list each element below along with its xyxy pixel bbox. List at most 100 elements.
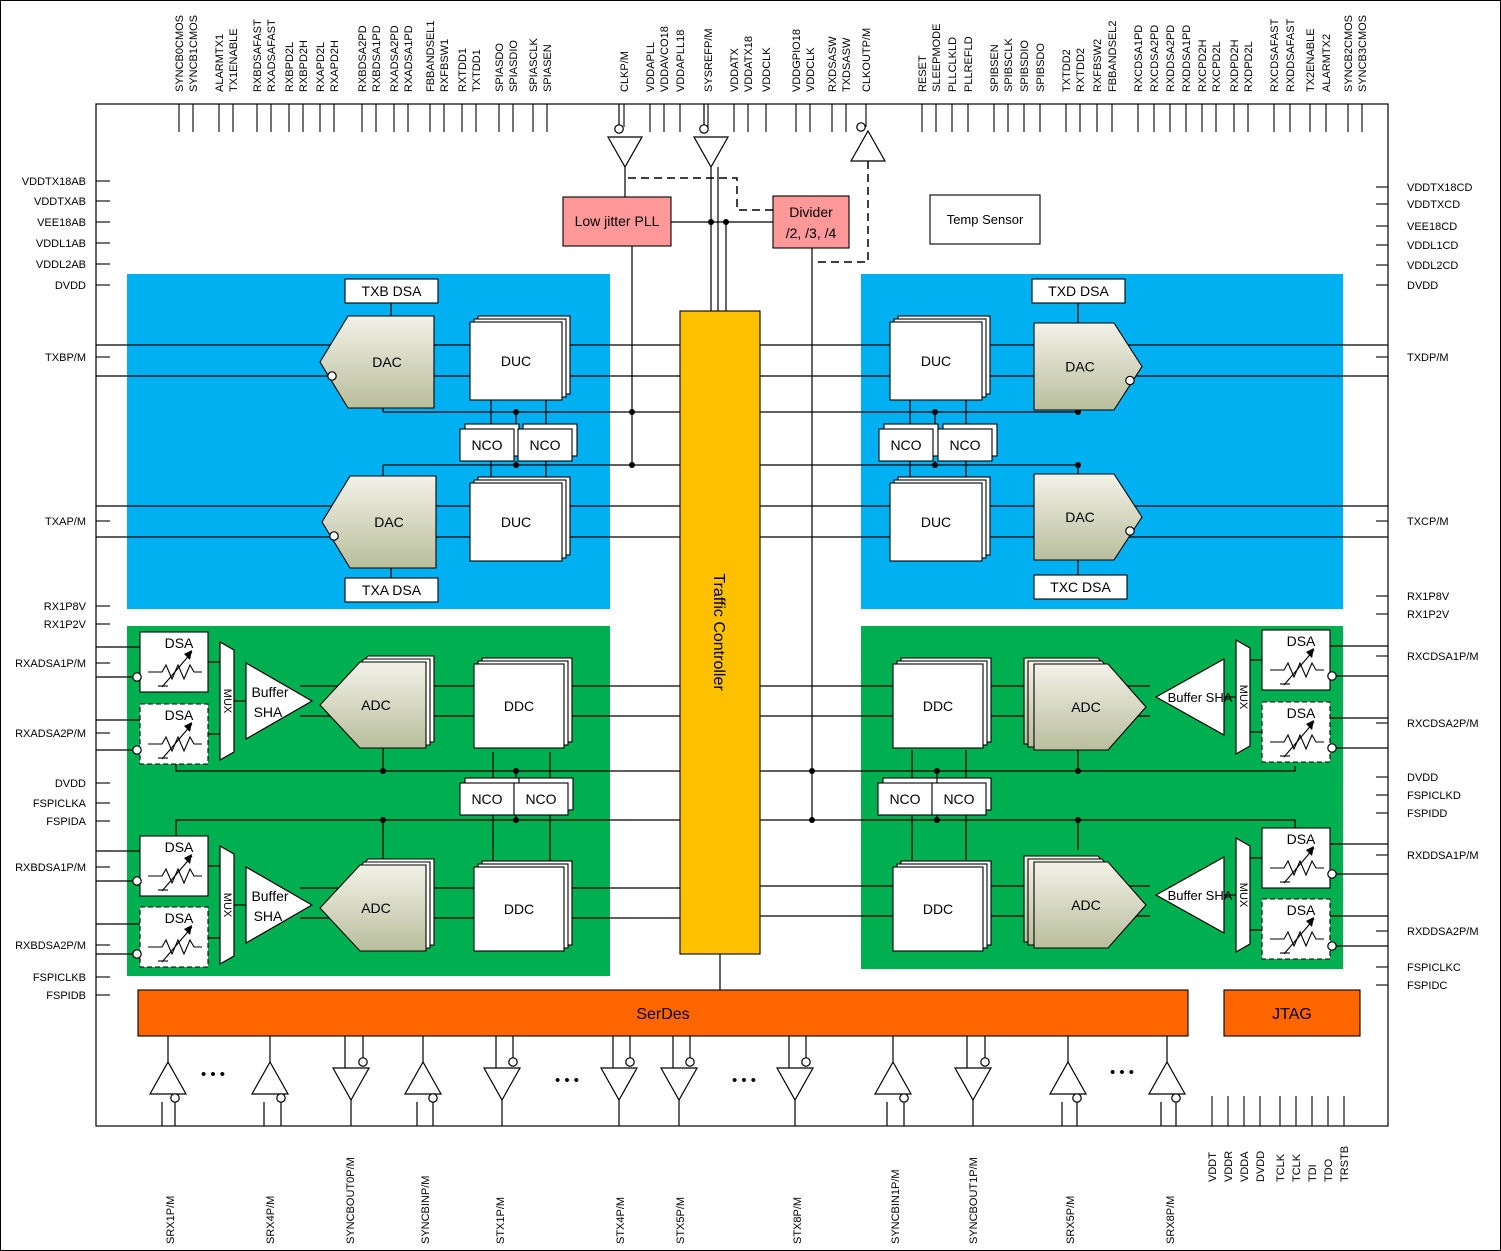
bottom-pin-tdi: TDI xyxy=(1307,1164,1319,1182)
dsa-attenuator: DSA xyxy=(1261,629,1331,691)
serdes-lane-buffer xyxy=(775,1036,815,1126)
buffer-sha-c-label: Buffer SHA xyxy=(1168,690,1233,705)
dsa-attenuator: DSA xyxy=(139,631,209,693)
inversion-bubble xyxy=(899,1093,909,1103)
nco-block: NCO xyxy=(459,423,520,462)
jtag-label: JTAG xyxy=(1272,1006,1312,1023)
serdes-lane-buffer xyxy=(873,1036,913,1126)
top-pin-clkoutp-m: CLKOUTP/M xyxy=(861,28,873,92)
ddc-c-front xyxy=(892,663,984,749)
bottom-pin-vdda: VDDA xyxy=(1239,1151,1251,1182)
left-pin-txbp-m: TXBP/M xyxy=(45,352,86,364)
bottom-pin-srx4p-m: SRX4P/M xyxy=(265,1196,277,1244)
lane-ellipsis: • • • xyxy=(1110,1064,1134,1081)
output-buffer-triangle xyxy=(775,1067,815,1102)
resistor-symbol xyxy=(1270,661,1324,679)
duc-a-label: DUC xyxy=(501,514,531,530)
buffer-sha-b-label: Buffer xyxy=(251,888,288,904)
inversion-bubble xyxy=(327,371,337,381)
nco-block: NCO xyxy=(459,777,520,816)
variable-arrowhead xyxy=(184,650,192,660)
right-pin-dvdd: DVDD xyxy=(1407,280,1438,292)
nco-front xyxy=(937,428,993,462)
mux-b-shape xyxy=(219,844,235,966)
ddc-d-label: DDC xyxy=(923,901,953,917)
dac-d-label: DAC xyxy=(1065,359,1095,375)
bottom-pin-tclk: TCLK xyxy=(1275,1153,1287,1182)
txc-dsa: TXC DSA xyxy=(1033,574,1128,600)
top-pin-alarmtx1: ALARMTX1 xyxy=(214,34,226,92)
inversion-bubble xyxy=(1171,1093,1181,1103)
buffer-sha-a-label2: SHA xyxy=(254,704,283,720)
bottom-pin-syncbinp-m: SYNCBINP/M xyxy=(420,1176,432,1244)
buffer-sha-c: Buffer SHA xyxy=(1154,657,1233,737)
top-pin-vddatx: VDDATX xyxy=(729,48,741,92)
top-pin-rxadsafast: RXADSAFAST xyxy=(266,19,278,92)
serdes-lane-buffer xyxy=(331,1036,371,1126)
dac-a-shape xyxy=(321,475,437,569)
input-buffer-triangle xyxy=(148,1060,188,1095)
dsa-box xyxy=(1261,898,1331,960)
output-buffer-triangle xyxy=(953,1067,993,1102)
variable-arrow xyxy=(161,723,193,760)
top-pin-rxdpd2h: RXDPD2H xyxy=(1229,39,1241,92)
bottom-pin-tdo: TDO xyxy=(1323,1158,1335,1182)
txc-dsa-box xyxy=(1033,574,1128,600)
low-jitter-pll: Low jitter PLL xyxy=(562,196,672,247)
bottom-pin-syncbout0p-m: SYNCBOUT0P/M xyxy=(345,1157,357,1244)
serdes-lane-buffer xyxy=(148,1036,188,1126)
junction-dot xyxy=(708,219,714,225)
txb-dsa-box xyxy=(344,278,439,304)
top-pin-rxbpd2h: RXBPD2H xyxy=(298,40,310,92)
inversion-bubble xyxy=(132,672,142,682)
duc-b-front xyxy=(469,321,563,401)
ddc-c-label: DDC xyxy=(923,698,953,714)
nco-label: NCO xyxy=(890,437,921,453)
right-pin-fspiclkd: FSPICLKD xyxy=(1407,790,1461,802)
inversion-bubble xyxy=(276,1093,286,1103)
bottom-pin-vddr: VDDR xyxy=(1223,1151,1235,1182)
top-pin-rxtdd2: RXTDD2 xyxy=(1075,48,1087,92)
bottom-pin-stx4p-m: STX4P/M xyxy=(615,1197,627,1244)
pll-ref-dashed-route xyxy=(628,177,773,211)
right-pin-txdp-m: TXDP/M xyxy=(1407,352,1449,364)
top-pin-spibsen: SPIBSEN xyxy=(989,44,1001,92)
serdes-block: SerDes xyxy=(137,989,1189,1037)
mux-a-label: MUX xyxy=(221,689,233,714)
bottom-pin-stx1p-m: STX1P/M xyxy=(495,1197,507,1244)
output-buffer-triangle xyxy=(659,1067,699,1102)
traffic-controller-label: Traffic Controller xyxy=(710,573,727,691)
inversion-bubble xyxy=(132,876,142,886)
top-pin-rxcpd2h: RXCPD2H xyxy=(1197,39,1209,92)
top-pin-rxbdsa1pd: RXBDSA1PD xyxy=(371,25,383,92)
variable-arrowhead xyxy=(184,722,192,732)
buffer-sha-c-shape xyxy=(1154,657,1225,737)
inversion-bubble xyxy=(508,1057,518,1067)
right-pin-rxddsa2p-m: RXDDSA2P/M xyxy=(1407,926,1479,938)
inversion-bubble xyxy=(358,1057,368,1067)
bottom-pin-stx5p-m: STX5P/M xyxy=(675,1197,687,1244)
divider-block: Divider /2, /3, /4 xyxy=(772,195,850,249)
resistor-symbol xyxy=(1270,733,1324,751)
ddc-b-front xyxy=(473,866,565,952)
left-pin-vee18ab: VEE18AB xyxy=(37,217,86,229)
dsa-box xyxy=(139,703,209,765)
variable-arrow xyxy=(1283,918,1315,955)
left-pin-dvdd: DVDD xyxy=(55,778,86,790)
left-pin-fspiclka: FSPICLKA xyxy=(33,798,87,810)
mux-a: MUX xyxy=(219,640,235,762)
right-pin-vddtxcd: VDDTXCD xyxy=(1407,199,1460,211)
top-pin-syncb2cmos: SYNCB2CMOS xyxy=(1343,15,1355,92)
left-pin-fspiclkb: FSPICLKB xyxy=(33,972,86,984)
dsa-box xyxy=(1261,629,1331,691)
buffer-sha-a-label: Buffer xyxy=(251,684,288,700)
variable-arrowhead xyxy=(1306,648,1314,658)
clk-input-buffer xyxy=(606,136,644,169)
right-pin-rxddsa1p-m: RXDDSA1P/M xyxy=(1407,850,1479,862)
serdes-lane-buffer xyxy=(1048,1036,1088,1126)
left-pin-rxbdsa1p-m: RXBDSA1P/M xyxy=(15,862,86,874)
top-pin-rxtdd1: RXTDD1 xyxy=(457,48,469,92)
top-pin-rxadsa1pd: RXADSA1PD xyxy=(403,25,415,92)
